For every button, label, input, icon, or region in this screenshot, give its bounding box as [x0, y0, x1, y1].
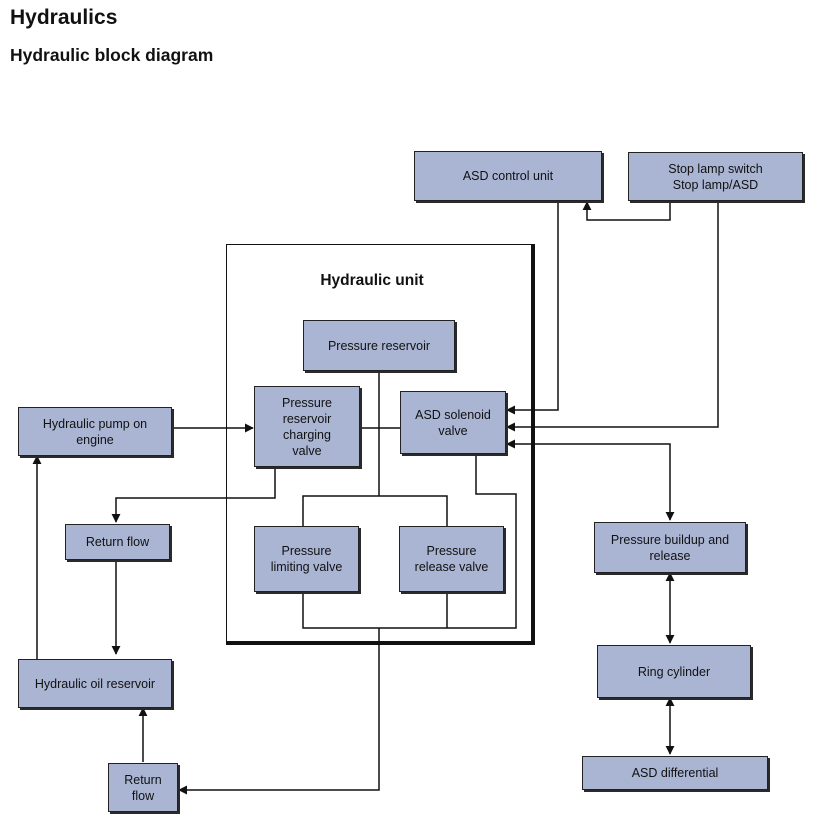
pressure-limiting-valve-label: Pressure limiting valve — [270, 544, 343, 574]
return-flow-upper-block: Return flow — [65, 524, 170, 560]
pressure-limiting-valve-block: Pressure limiting valve — [254, 526, 359, 592]
ring-cylinder-block: Ring cylinder — [597, 645, 751, 698]
line-control-to-solenoid — [506, 201, 559, 415]
stop-lamp-switch-label: Stop lamp switch Stop lamp/ASD — [668, 161, 763, 192]
asd-control-unit-block: ASD control unit — [414, 151, 602, 201]
pressure-reservoir-charging-valve-label: Pressure reservoir charging valve — [281, 395, 333, 458]
diagram-title: Hydraulics — [10, 6, 118, 29]
hydraulic-pump-label: Hydraulic pump on engine — [42, 416, 148, 447]
pressure-release-valve-block: Pressure release valve — [399, 526, 504, 592]
stop-lamp-switch-block: Stop lamp switch Stop lamp/ASD — [628, 152, 803, 201]
hydraulic-oil-reservoir-block: Hydraulic oil reservoir — [18, 659, 172, 708]
line-charging-to-returnflow — [111, 467, 276, 523]
pressure-reservoir-label: Pressure reservoir — [327, 338, 431, 353]
ring-cylinder-label: Ring cylinder — [637, 664, 711, 679]
pressure-reservoir-block: Pressure reservoir — [303, 320, 455, 371]
line-stoplamp-to-solenoid — [506, 201, 719, 432]
pressure-buildup-release-block: Pressure buildup and release — [594, 522, 746, 573]
pressure-release-valve-label: Pressure release valve — [414, 544, 489, 574]
pressure-buildup-release-label: Pressure buildup and release — [610, 532, 730, 563]
hydraulic-pump-block: Hydraulic pump on engine — [18, 407, 172, 456]
return-flow-lower-block: Return flow — [108, 763, 178, 812]
asd-control-unit-label: ASD control unit — [462, 169, 554, 183]
asd-solenoid-valve-block: ASD solenoid valve — [400, 391, 506, 454]
asd-differential-label: ASD differential — [631, 766, 719, 780]
line-valve-distribution-top — [302, 495, 448, 526]
pressure-reservoir-charging-valve-block: Pressure reservoir charging valve — [254, 386, 360, 467]
line-solenoid-to-buildup — [506, 439, 675, 521]
return-flow-lower-label: Return flow — [124, 772, 162, 803]
line-valve-collector-bottom — [302, 454, 517, 629]
line-stoplamp-to-control — [582, 201, 671, 221]
asd-solenoid-valve-label: ASD solenoid valve — [415, 407, 491, 438]
hydraulic-unit-label: Hydraulic unit — [320, 272, 424, 289]
line-unit-to-lowerreturn — [178, 628, 380, 795]
asd-differential-block: ASD differential — [582, 756, 768, 790]
hydraulic-oil-reservoir-label: Hydraulic oil reservoir — [34, 676, 156, 691]
diagram-subtitle: Hydraulic block diagram — [10, 45, 214, 65]
return-flow-upper-label: Return flow — [85, 535, 150, 549]
